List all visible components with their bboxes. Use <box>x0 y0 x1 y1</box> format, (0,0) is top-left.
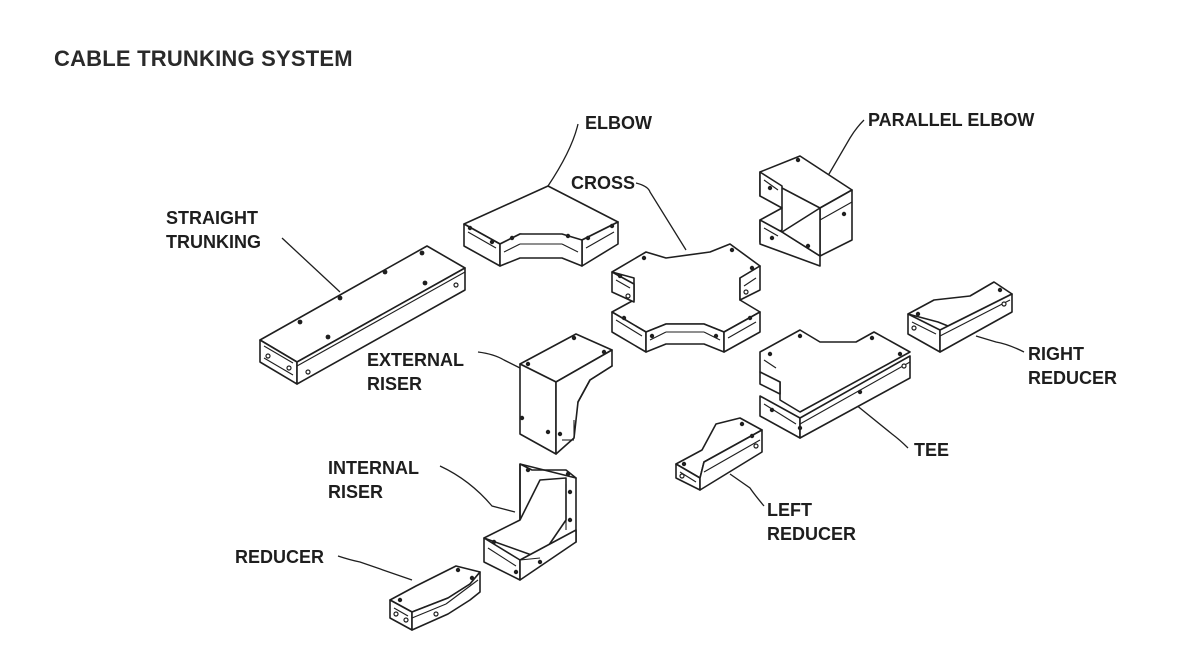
leader-elbow <box>547 123 579 187</box>
leader-cross <box>635 182 687 251</box>
cross-part <box>611 243 761 353</box>
leader-lines <box>281 119 1025 581</box>
leader-parallel-elbow <box>821 119 865 187</box>
label-line: RIGHT <box>1028 344 1084 364</box>
leader-external-riser <box>477 351 521 369</box>
label-line: PARALLEL ELBOW <box>868 110 1035 130</box>
leader-tee <box>849 399 909 449</box>
label-tee: TEE <box>914 438 949 462</box>
label-line: REDUCER <box>767 524 857 544</box>
label-line: STRAIGHT <box>166 208 258 228</box>
reducer-part <box>389 565 481 631</box>
label-line: ELBOW <box>585 113 652 133</box>
label-line: EXTERNAL <box>367 350 465 370</box>
label-line: TEE <box>914 440 950 460</box>
tee-part <box>759 329 911 439</box>
leader-reducer <box>337 555 413 581</box>
label-line: LEFT <box>767 500 812 520</box>
label-parallel-elbow: PARALLEL ELBOW <box>868 108 1034 132</box>
label-reducer: REDUCER <box>235 545 324 569</box>
label-cross: CROSS <box>571 171 635 195</box>
straight-trunking-part <box>259 245 466 385</box>
label-line: REDUCER <box>1028 368 1118 388</box>
leader-straight-trunking <box>281 237 341 293</box>
external-riser-part <box>519 333 613 455</box>
label-line: REDUCER <box>235 547 325 567</box>
diagram-title: CABLE TRUNKING SYSTEM <box>54 46 353 71</box>
leader-left-reducer <box>729 473 765 507</box>
label-line: CROSS <box>571 173 636 193</box>
parallel-elbow-part <box>759 155 853 267</box>
label-straight-trunking: STRAIGHT TRUNKING <box>166 206 261 254</box>
leader-internal-riser <box>439 465 516 513</box>
label-internal-riser: INTERNAL RISER <box>328 456 419 504</box>
internal-riser-part <box>483 463 577 581</box>
label-line: TRUNKING <box>166 232 261 252</box>
label-external-riser: EXTERNAL RISER <box>367 348 464 396</box>
label-line: INTERNAL <box>328 458 419 478</box>
label-line: RISER <box>328 482 384 502</box>
leader-right-reducer <box>975 335 1025 353</box>
label-left-reducer: LEFT REDUCER <box>767 498 856 546</box>
label-elbow: ELBOW <box>585 111 652 135</box>
right-reducer-part <box>907 281 1013 353</box>
label-right-reducer: RIGHT REDUCER <box>1028 342 1117 390</box>
left-reducer-part <box>675 417 763 491</box>
label-line: RISER <box>367 374 423 394</box>
elbow-part <box>463 185 619 267</box>
